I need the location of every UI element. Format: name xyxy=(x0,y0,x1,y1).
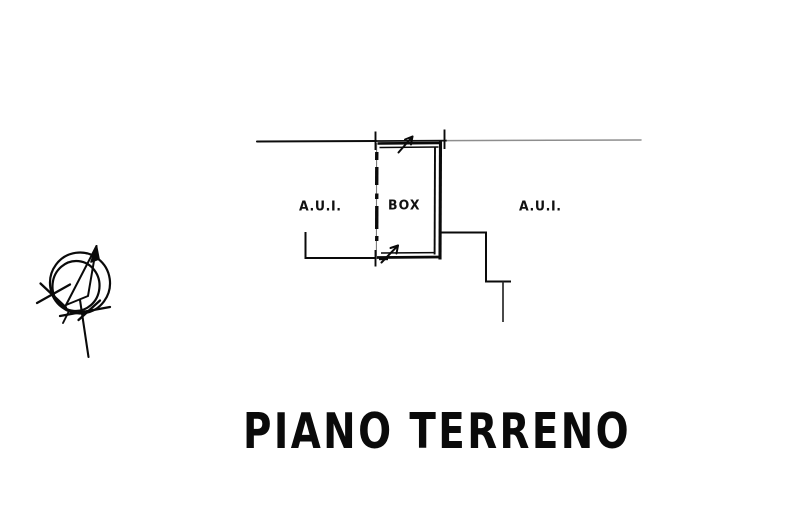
arrow-top-head xyxy=(404,135,414,146)
room-label-aui-left: A.U.I. xyxy=(299,197,342,214)
boundary-line-group xyxy=(255,139,642,143)
north-arrow-compass xyxy=(35,245,112,359)
compass-cross-stroke-1 xyxy=(35,283,72,305)
compass-inner-circle xyxy=(51,259,101,313)
room-label-box: BOX xyxy=(388,196,421,213)
left-wall-l-shape xyxy=(304,232,377,259)
right-stepped-wall-group xyxy=(441,231,511,322)
plan-title: PIANO TERRENO xyxy=(243,404,632,461)
arrow-top-shaft xyxy=(397,135,414,154)
compass-cross-stroke-2 xyxy=(39,282,68,309)
compass-needle-tip xyxy=(90,245,100,263)
room-label-aui-right: A.U.I. xyxy=(519,197,562,214)
compass-outer-circle xyxy=(48,251,112,315)
compass-needle-base xyxy=(65,295,89,306)
box-wall-top-inner xyxy=(379,146,439,149)
compass-cross-stroke-5 xyxy=(62,311,70,324)
left-wall-group xyxy=(304,232,377,259)
stepped-wall-path xyxy=(441,231,511,283)
box-wall-right-outer xyxy=(438,141,443,260)
boundary-line-right xyxy=(446,139,642,142)
boundary-line-left xyxy=(255,139,378,143)
compass-needle-tail xyxy=(78,298,90,359)
box-wall-top xyxy=(377,141,442,145)
opening-arrows-group xyxy=(379,135,414,264)
compass-cross-stroke-4 xyxy=(77,299,102,322)
compass-needle-left-edge xyxy=(65,245,98,306)
arrow-bottom-head xyxy=(389,244,399,255)
compass-cross-stroke-3 xyxy=(58,305,112,318)
